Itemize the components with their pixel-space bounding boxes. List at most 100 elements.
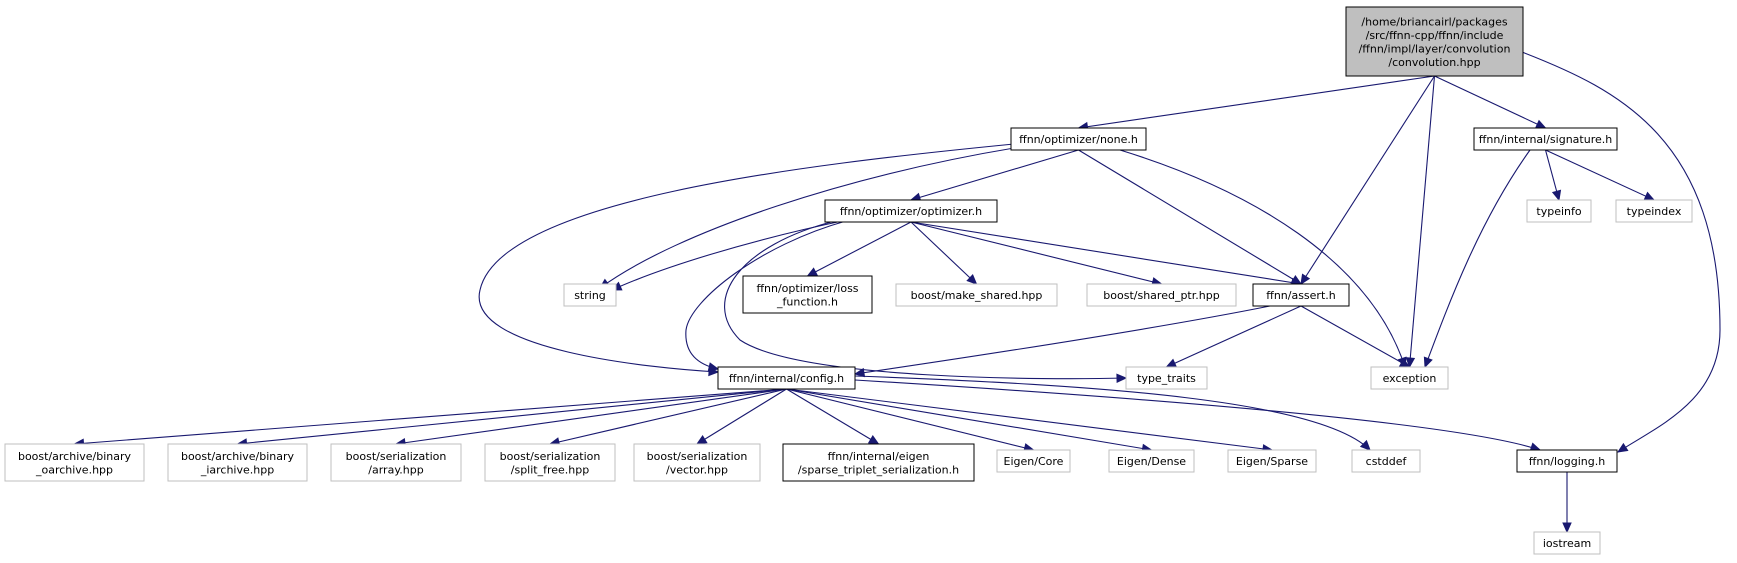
node-logging-label: ffnn/logging.h xyxy=(1529,455,1605,468)
node-make-shared-box xyxy=(895,283,1058,307)
node-iostream-label: iostream xyxy=(1543,537,1591,550)
node-string-box xyxy=(563,283,617,307)
node-root-box xyxy=(1345,6,1524,77)
edge-optimizer-to-make-shared xyxy=(910,221,977,285)
edge-root-to-exception xyxy=(1408,75,1436,368)
node-type-traits-box xyxy=(1125,366,1208,390)
node-string[interactable]: string xyxy=(563,283,617,307)
node-config-box xyxy=(717,366,856,390)
node-ser-array-label: boost/serialization xyxy=(346,450,447,463)
node-logging-box xyxy=(1516,449,1618,473)
node-ser-vector[interactable]: boost/serialization/vector.hpp xyxy=(633,443,761,482)
node-ser-vector-box xyxy=(633,443,761,482)
node-bin-oarchive-label: boost/archive/binary xyxy=(18,450,132,463)
node-cstddef-box xyxy=(1351,449,1421,473)
node-iostream-box xyxy=(1533,531,1601,555)
node-assert[interactable]: ffnn/assert.h xyxy=(1252,283,1350,307)
node-eigen-sparse[interactable]: Eigen/Sparse xyxy=(1227,449,1317,473)
node-ser-vector-label: boost/serialization xyxy=(647,450,748,463)
arrowhead-icon xyxy=(966,273,978,285)
node-cstddef-label: cstddef xyxy=(1366,455,1408,468)
node-string-label: string xyxy=(574,289,606,302)
node-none[interactable]: ffnn/optimizer/none.h xyxy=(1010,127,1147,151)
node-ser-split[interactable]: boost/serialization/split_free.hpp xyxy=(484,443,616,482)
node-make-shared[interactable]: boost/make_shared.hpp xyxy=(895,283,1058,307)
edge-config-to-eigen-core xyxy=(786,388,1034,451)
arrowhead-icon xyxy=(1359,439,1371,451)
node-assert-label: ffnn/assert.h xyxy=(1266,289,1336,302)
arrowhead-icon xyxy=(1562,522,1572,534)
node-loss-label: ffnn/optimizer/loss xyxy=(756,282,858,295)
node-shared-ptr[interactable]: boost/shared_ptr.hpp xyxy=(1086,283,1237,307)
node-optimizer-box xyxy=(824,199,998,223)
node-cstddef[interactable]: cstddef xyxy=(1351,449,1421,473)
node-typeinfo[interactable]: typeinfo xyxy=(1526,199,1592,223)
node-optimizer[interactable]: ffnn/optimizer/optimizer.h xyxy=(824,199,998,223)
arrowhead-icon xyxy=(1534,119,1547,129)
edge-config-to-bin-iarchive xyxy=(237,388,787,445)
node-ser-array-label: /array.hpp xyxy=(368,463,423,476)
arrowhead-icon xyxy=(707,362,720,372)
edge-optimizer-to-assert xyxy=(910,221,1302,285)
node-shared-ptr-box xyxy=(1086,283,1237,307)
node-ser-split-label: /split_free.hpp xyxy=(511,463,589,476)
node-ser-array[interactable]: boost/serialization/array.hpp xyxy=(330,443,462,482)
node-typeindex[interactable]: typeindex xyxy=(1615,199,1693,223)
node-exception[interactable]: exception xyxy=(1370,366,1449,390)
node-ser-vector-label: /vector.hpp xyxy=(666,463,728,476)
node-loss[interactable]: ffnn/optimizer/loss_function.h xyxy=(742,275,873,314)
node-root-label: /ffnn/impl/layer/convolution xyxy=(1359,42,1511,55)
edge-root-to-logging xyxy=(1521,51,1721,453)
node-eigen-sparse-label: Eigen/Sparse xyxy=(1236,455,1308,468)
arrowhead-icon xyxy=(1300,273,1311,286)
edge-config-to-eigen-sparse xyxy=(786,388,1273,451)
arrowhead-icon xyxy=(1551,189,1562,202)
edge-optimizer-to-config xyxy=(685,220,847,370)
node-eigen-triplet-label: /sparse_triplet_serialization.h xyxy=(798,463,959,476)
node-config[interactable]: ffnn/internal/config.h xyxy=(717,366,856,390)
node-eigen-triplet[interactable]: ffnn/internal/eigen/sparse_triplet_seria… xyxy=(782,443,975,482)
arrowhead-icon xyxy=(1165,358,1178,368)
node-bin-iarchive[interactable]: boost/archive/binary_iarchive.hpp xyxy=(167,443,308,482)
edge-config-to-ser-split xyxy=(549,388,787,445)
edge-config-to-eigen-dense xyxy=(786,388,1152,451)
node-ser-split-box xyxy=(484,443,616,482)
node-type-traits[interactable]: type_traits xyxy=(1125,366,1208,390)
node-signature-box xyxy=(1473,127,1618,151)
node-iostream[interactable]: iostream xyxy=(1533,531,1601,555)
node-eigen-dense[interactable]: Eigen/Dense xyxy=(1108,449,1195,473)
arrowhead-icon xyxy=(1116,373,1128,383)
node-eigen-triplet-box xyxy=(782,443,975,482)
node-config-label: ffnn/internal/config.h xyxy=(729,372,844,385)
node-bin-oarchive[interactable]: boost/archive/binary_oarchive.hpp xyxy=(4,443,145,482)
node-exception-box xyxy=(1370,366,1449,390)
node-loss-label: _function.h xyxy=(776,295,838,308)
node-eigen-dense-box xyxy=(1108,449,1195,473)
edge-root-to-assert xyxy=(1300,75,1435,285)
arrowhead-icon xyxy=(1423,356,1433,369)
node-logging[interactable]: ffnn/logging.h xyxy=(1516,449,1618,473)
node-eigen-core[interactable]: Eigen/Core xyxy=(996,449,1071,473)
arrowhead-icon xyxy=(1616,442,1629,453)
node-layer: /home/briancairl/packages/src/ffnn-cpp/f… xyxy=(4,6,1693,555)
node-root-label: /home/briancairl/packages xyxy=(1361,15,1507,28)
edge-config-to-ser-array xyxy=(395,388,787,445)
node-bin-oarchive-label: _oarchive.hpp xyxy=(35,463,113,476)
node-root[interactable]: /home/briancairl/packages/src/ffnn-cpp/f… xyxy=(1345,6,1524,77)
edge-layer xyxy=(73,51,1721,534)
edge-assert-to-exception xyxy=(1300,305,1410,368)
node-eigen-core-box xyxy=(996,449,1071,473)
node-type-traits-label: type_traits xyxy=(1137,372,1196,385)
edge-assert-to-type-traits xyxy=(1166,305,1302,368)
edge-config-to-cstddef xyxy=(854,375,1371,451)
node-typeinfo-label: typeinfo xyxy=(1536,205,1581,218)
edge-config-to-eigen-triplet xyxy=(786,388,879,445)
node-bin-iarchive-box xyxy=(167,443,308,482)
node-signature[interactable]: ffnn/internal/signature.h xyxy=(1473,127,1618,151)
node-optimizer-label: ffnn/optimizer/optimizer.h xyxy=(840,205,982,218)
node-bin-iarchive-label: _iarchive.hpp xyxy=(200,463,274,476)
edge-optimizer-to-loss xyxy=(807,221,912,277)
edge-optimizer-to-type-traits xyxy=(724,220,1127,380)
edge-config-to-ser-vector xyxy=(696,388,787,445)
